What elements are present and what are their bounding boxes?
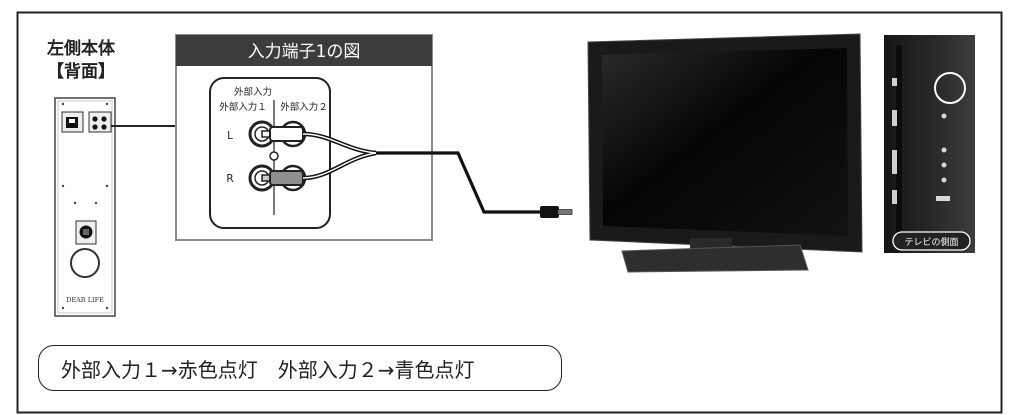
audio-cable <box>302 131 541 214</box>
speaker-panel-body <box>54 97 116 317</box>
led-indicator-note: 外部入力１→赤色点灯 外部入力２→青色点灯 <box>38 345 562 391</box>
tv-screen <box>602 48 848 236</box>
tv-stand-neck <box>690 238 732 250</box>
speaker-rear-panel: DEAR LIFE <box>54 97 116 317</box>
power-switch-icon <box>61 111 84 133</box>
left-channel-label: L <box>227 130 233 142</box>
tv-side-edge <box>896 45 902 245</box>
speaker-brand: DEAR LIFE <box>66 296 104 304</box>
external-input-group-label: 外部入力 <box>234 86 272 98</box>
diagram-title: 入力端子1の図 <box>248 42 361 62</box>
highlight-circle-icon <box>934 72 966 104</box>
tv-side-photo: テレビの側面 <box>884 35 975 253</box>
tv-stand-base <box>621 244 809 273</box>
mini-plug-icon <box>540 206 573 218</box>
input1-label: 外部入力１ <box>219 101 267 113</box>
terminal-panel <box>209 77 331 229</box>
speaker-port-icon <box>70 248 100 278</box>
tv-side-badge-bg <box>892 231 971 251</box>
outer-frame <box>16 11 1003 414</box>
plug-icon <box>261 126 304 186</box>
speaker-terminal-icon <box>88 111 112 133</box>
speaker-subtitle: 【背面】 <box>47 62 115 82</box>
input-terminal-diagram: 入力端子1の図 外部入力 外部入力１ 外部入力２ L R <box>175 34 433 241</box>
diagram-title-bar <box>176 35 432 66</box>
panel-screws <box>61 102 109 310</box>
right-channel-label: R <box>226 173 233 185</box>
speaker-panel-inner <box>57 100 113 314</box>
tv-side-buttons <box>892 78 897 204</box>
television <box>587 33 863 273</box>
led-indicator-note-text: 外部入力１→赤色点灯 外部入力２→青色点灯 <box>61 357 475 382</box>
input2-label: 外部入力２ <box>280 101 328 113</box>
speaker-title: 左側本体 <box>47 39 115 59</box>
tv-side-badge: テレビの側面 <box>904 236 958 248</box>
input-socket-icon <box>75 220 97 245</box>
tv-side-ports <box>936 113 950 201</box>
